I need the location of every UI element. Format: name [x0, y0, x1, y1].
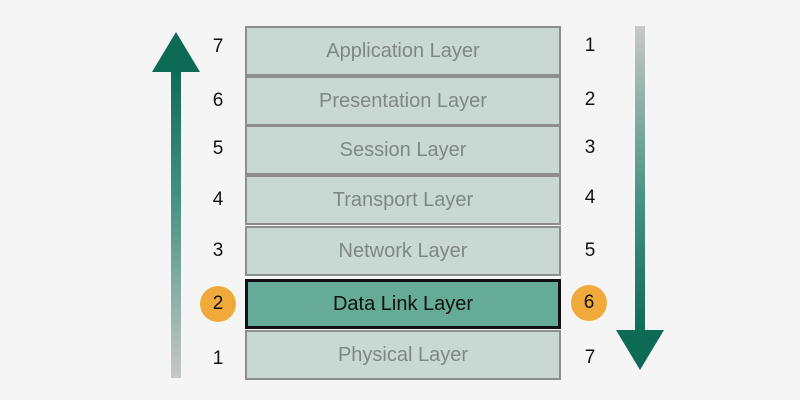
- layer-session: Session Layer: [245, 125, 561, 175]
- layer-label: Application Layer: [326, 39, 480, 62]
- layer-transport: Transport Layer: [245, 175, 561, 225]
- left-number: 5: [212, 138, 224, 159]
- right-number: 7: [584, 347, 596, 368]
- left-number: 7: [212, 36, 224, 57]
- right-number: 1: [584, 35, 596, 56]
- right-number: 5: [584, 240, 596, 261]
- layer-presentation: Presentation Layer: [245, 76, 561, 126]
- layer-network: Network Layer: [245, 226, 561, 276]
- layer-application: Application Layer: [245, 26, 561, 76]
- layer-data-link: Data Link Layer: [245, 279, 561, 329]
- layer-physical: Physical Layer: [245, 330, 561, 380]
- right-number: 3: [584, 137, 596, 158]
- layer-label: Network Layer: [338, 239, 468, 262]
- right-number-badge: 6: [571, 285, 607, 321]
- arrow-down-icon: [616, 26, 664, 370]
- left-number: 3: [212, 240, 224, 261]
- layer-label: Presentation Layer: [319, 89, 487, 112]
- arrow-up-icon: [152, 32, 200, 378]
- left-number: 1: [212, 348, 224, 369]
- right-number: 4: [584, 187, 596, 208]
- layer-label: Data Link Layer: [332, 292, 474, 315]
- left-number-badge: 2: [200, 286, 236, 322]
- left-number: 4: [212, 189, 224, 210]
- layer-label: Session Layer: [339, 138, 467, 161]
- layer-label: Transport Layer: [332, 188, 474, 211]
- left-number: 6: [212, 90, 224, 111]
- layer-label: Physical Layer: [337, 343, 469, 366]
- right-number: 2: [584, 89, 596, 110]
